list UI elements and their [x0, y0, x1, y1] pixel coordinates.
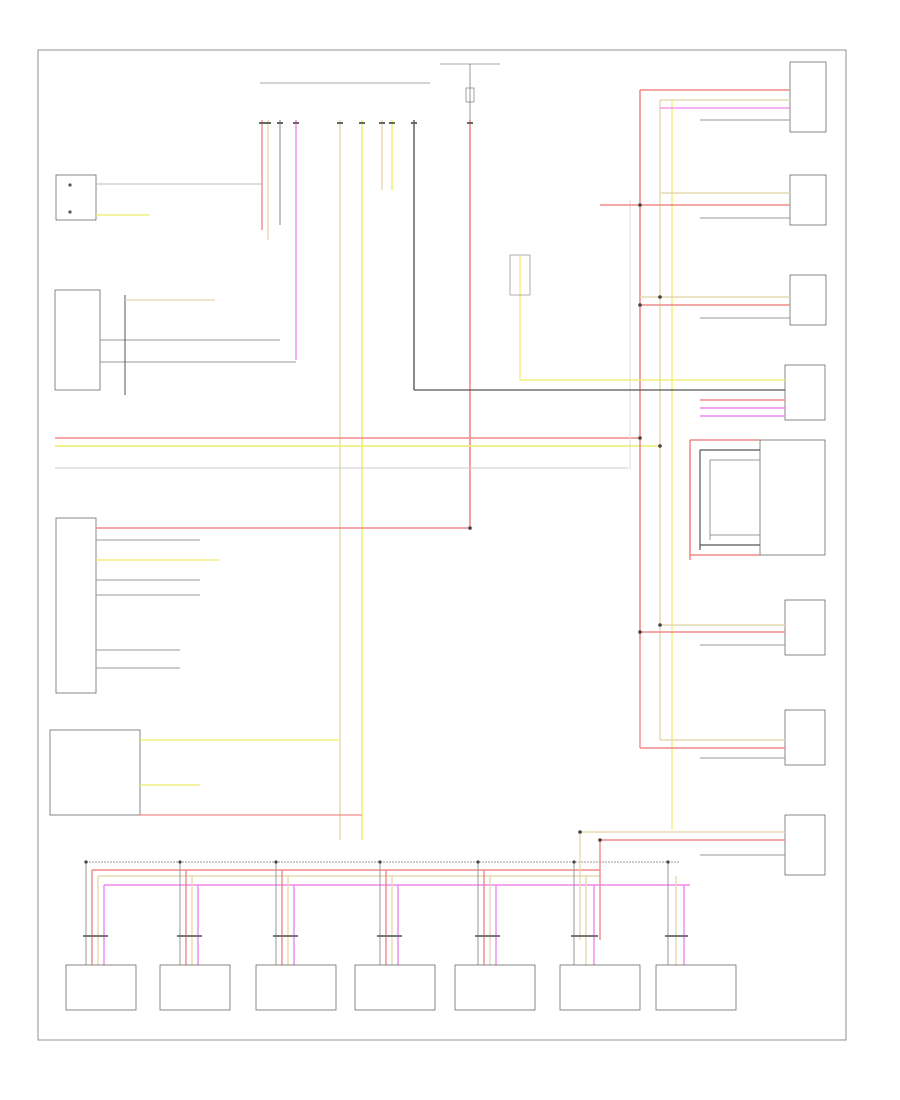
top-vertical-wires	[261, 120, 471, 840]
horizontal-bus	[55, 437, 660, 469]
right-module-5	[690, 439, 826, 556]
motor-4	[354, 862, 436, 1011]
left-control-module	[54, 289, 296, 395]
top-connector-ticks	[259, 122, 473, 124]
right-module-7	[639, 640, 826, 766]
splice-dots	[84, 203, 670, 864]
bottom-connector-marks	[83, 935, 688, 937]
right-vertical-spines	[629, 90, 711, 830]
motor-6	[559, 862, 641, 1011]
bottom-motors	[65, 862, 737, 1011]
motor-7	[655, 862, 737, 1011]
left-lower-sensors	[49, 729, 362, 816]
top-power-bus	[260, 63, 500, 120]
motor-5	[454, 862, 536, 1011]
bottom-harness	[86, 832, 690, 940]
right-module-3	[640, 274, 827, 326]
right-module-4	[414, 364, 826, 421]
left-relay-module	[55, 174, 262, 221]
right-module-1	[640, 61, 827, 133]
diagram-border	[37, 49, 847, 1041]
center-fuse-block	[509, 254, 531, 380]
right-module-6	[640, 599, 826, 656]
motor-3	[255, 862, 337, 1011]
motor-2	[159, 862, 231, 1011]
left-mid-module	[55, 517, 470, 694]
right-module-2	[600, 174, 827, 226]
right-module-8	[580, 814, 826, 876]
